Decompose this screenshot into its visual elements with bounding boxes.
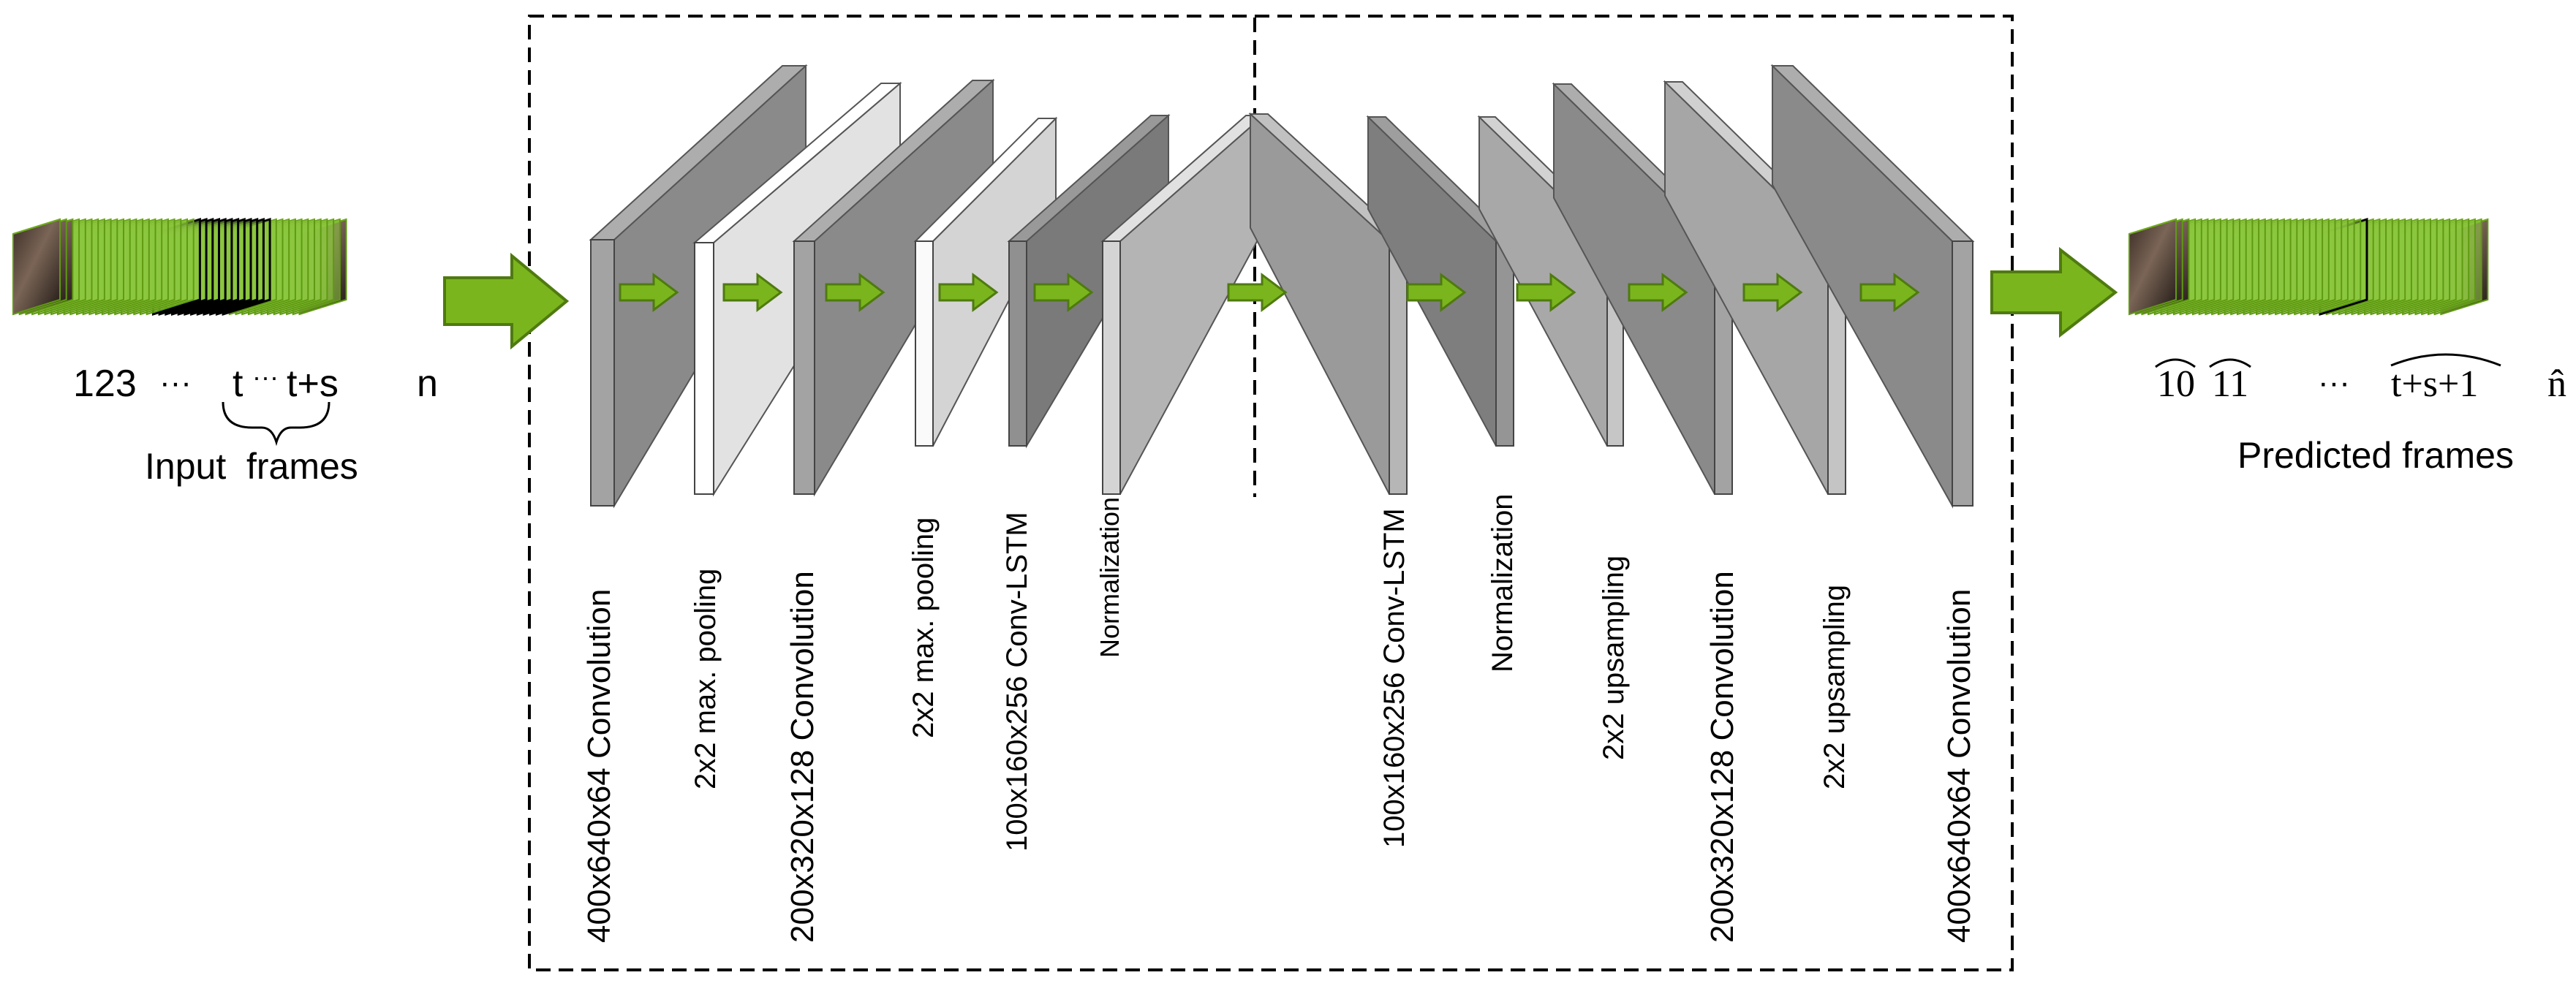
layer-slab: [1007, 113, 1171, 449]
layer-slab: [792, 78, 995, 497]
output-index-dots: ···: [2318, 365, 2350, 401]
input-index-t: t: [233, 363, 243, 405]
layer-front-edge: [793, 240, 815, 495]
input-index-123: 123: [73, 363, 137, 405]
output-index-nhat: n̂: [2547, 363, 2566, 405]
layer-slabs: [589, 64, 1975, 509]
layer-label: 200x320x128 Convolution: [785, 571, 820, 943]
inner-arrow-icon: [1742, 273, 1803, 312]
inner-arrow-icon: [1406, 273, 1467, 312]
inner-arrow-icon: [1516, 273, 1576, 312]
layer-label: Normalization: [1487, 493, 1519, 672]
layer-label: Normalization: [1095, 497, 1125, 658]
layer-label: 400x640x64 Convolution: [581, 589, 617, 943]
layer-front-edge: [915, 240, 934, 447]
frame-slice: [2129, 218, 2177, 316]
input-brace-icon: [222, 401, 331, 447]
input-index-dots: ···: [159, 365, 192, 401]
output-hat-11-icon: [2209, 358, 2251, 368]
layer-label: 100x160x256 Conv-LSTM: [1001, 512, 1033, 852]
output-index-11: 11: [2212, 363, 2248, 405]
predicted-frames-stack: [2129, 217, 2489, 316]
inner-arrow-icon: [619, 273, 679, 312]
inner-arrows: [619, 273, 1920, 312]
inner-arrow-icon: [722, 273, 783, 312]
layer-front-edge: [694, 242, 714, 495]
output-hat-tsp1-icon: [2390, 353, 2501, 367]
layer-front-edge: [1389, 240, 1408, 495]
layer-label: 2x2 upsampling: [1818, 585, 1851, 789]
layer-label: 2x2 upsampling: [1598, 555, 1630, 760]
network-boundary-box: [528, 15, 2014, 971]
layer-front-edge: [590, 239, 615, 507]
frame-edge: [12, 219, 61, 235]
layer-front-edge: [1952, 240, 1973, 507]
inner-arrow-icon: [1033, 273, 1094, 312]
input-index-mid-dots: ···: [252, 362, 279, 392]
input-frames-stack: [12, 217, 347, 316]
layer-front-edge: [1495, 240, 1514, 447]
inner-arrow-icon: [1628, 273, 1688, 312]
inner-arrow-icon: [825, 273, 885, 312]
inner-arrow-icon: [1227, 273, 1288, 312]
layer-label: 100x160x256 Conv-LSTM: [1378, 508, 1410, 848]
output-index-tsp1: t+s+1: [2391, 363, 2478, 405]
layer-label: 2x2 max. pooling: [907, 517, 940, 738]
layer-label: 200x320x128 Convolution: [1704, 571, 1740, 943]
input-index-n: n: [417, 363, 438, 405]
layer-front-edge: [1102, 240, 1121, 495]
layer-slab: [1366, 115, 1516, 447]
layer-front-edge: [1008, 240, 1027, 447]
predicted-frames-caption: Predicted frames: [2237, 435, 2514, 476]
input-frames-caption: Input frames: [145, 446, 358, 487]
input-index-ts: t+s: [287, 363, 339, 405]
frame-edge: [2129, 219, 2177, 235]
input-arrow-icon: [443, 252, 570, 350]
layer-labels: 400x640x64 Convolution 2x2 max. pooling 20…: [581, 493, 1977, 943]
layer-label: 2x2 max. pooling: [690, 569, 722, 789]
output-hat-10-icon: [2155, 358, 2196, 368]
inner-arrow-icon: [1859, 273, 1920, 312]
inner-arrow-icon: [938, 273, 999, 312]
output-arrow-icon: [1990, 246, 2118, 338]
layer-slab: [913, 116, 1058, 447]
output-index-10: 10: [2157, 363, 2195, 405]
frame-slice: [12, 218, 61, 316]
layer-label: 400x640x64 Convolution: [1941, 589, 1977, 943]
